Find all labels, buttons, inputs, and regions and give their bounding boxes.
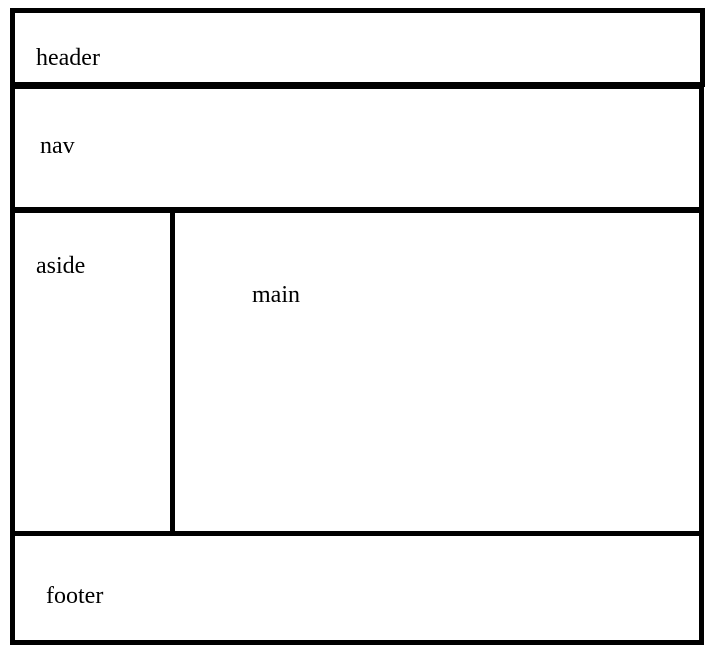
header-region [10,8,705,87]
footer-label: footer [46,583,104,609]
main-label: main [252,282,300,308]
aside-region [10,208,175,536]
footer-region [10,531,704,645]
nav-label: nav [40,133,75,159]
main-region [170,208,704,536]
nav-region [10,84,704,212]
aside-label: aside [36,253,86,279]
header-label: header [36,45,100,71]
